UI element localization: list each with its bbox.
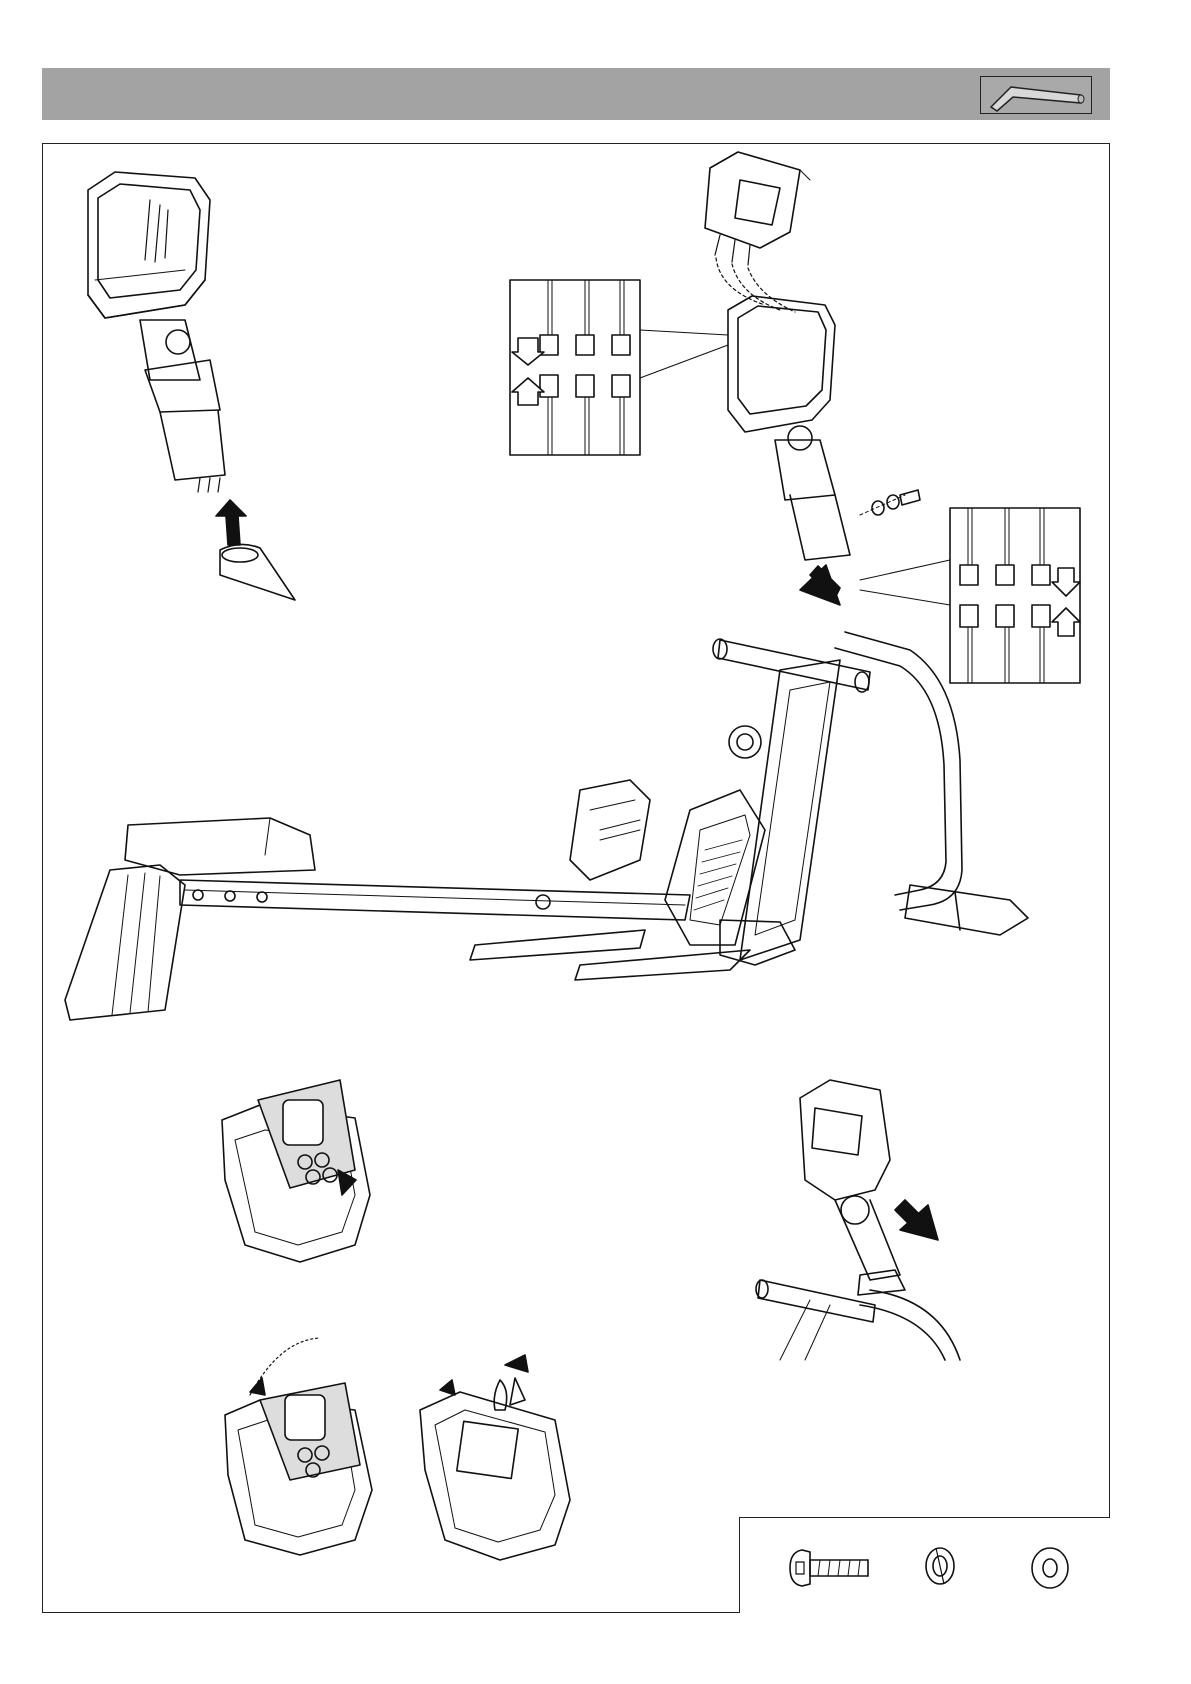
hardware-icons bbox=[740, 1518, 1111, 1614]
console-closed-icon bbox=[420, 1355, 570, 1560]
screw-washers bbox=[860, 490, 920, 515]
hardware-box bbox=[739, 1517, 1110, 1613]
mast-tube-icon bbox=[140, 320, 225, 492]
arrow-down-icon-2 bbox=[895, 1200, 938, 1240]
cable-dotted bbox=[716, 258, 795, 312]
flat-washer-icon bbox=[1032, 1548, 1068, 1588]
bolt-icon bbox=[790, 1550, 868, 1586]
connector-detail-icon bbox=[510, 280, 728, 455]
connector-detail-icon-2 bbox=[860, 508, 1080, 683]
spring-washer-icon bbox=[926, 1548, 954, 1584]
console-display-icon bbox=[705, 152, 810, 265]
console-tilt-icon bbox=[222, 1080, 370, 1262]
rowing-machine bbox=[65, 632, 1028, 1020]
arrow-up-icon bbox=[216, 500, 246, 545]
console-cover-icon bbox=[225, 1338, 372, 1555]
console-housing-icon bbox=[88, 172, 210, 318]
console-housing-2 bbox=[728, 296, 850, 560]
arrow-down-icon bbox=[800, 565, 840, 605]
cable-plug-icon bbox=[220, 544, 295, 600]
